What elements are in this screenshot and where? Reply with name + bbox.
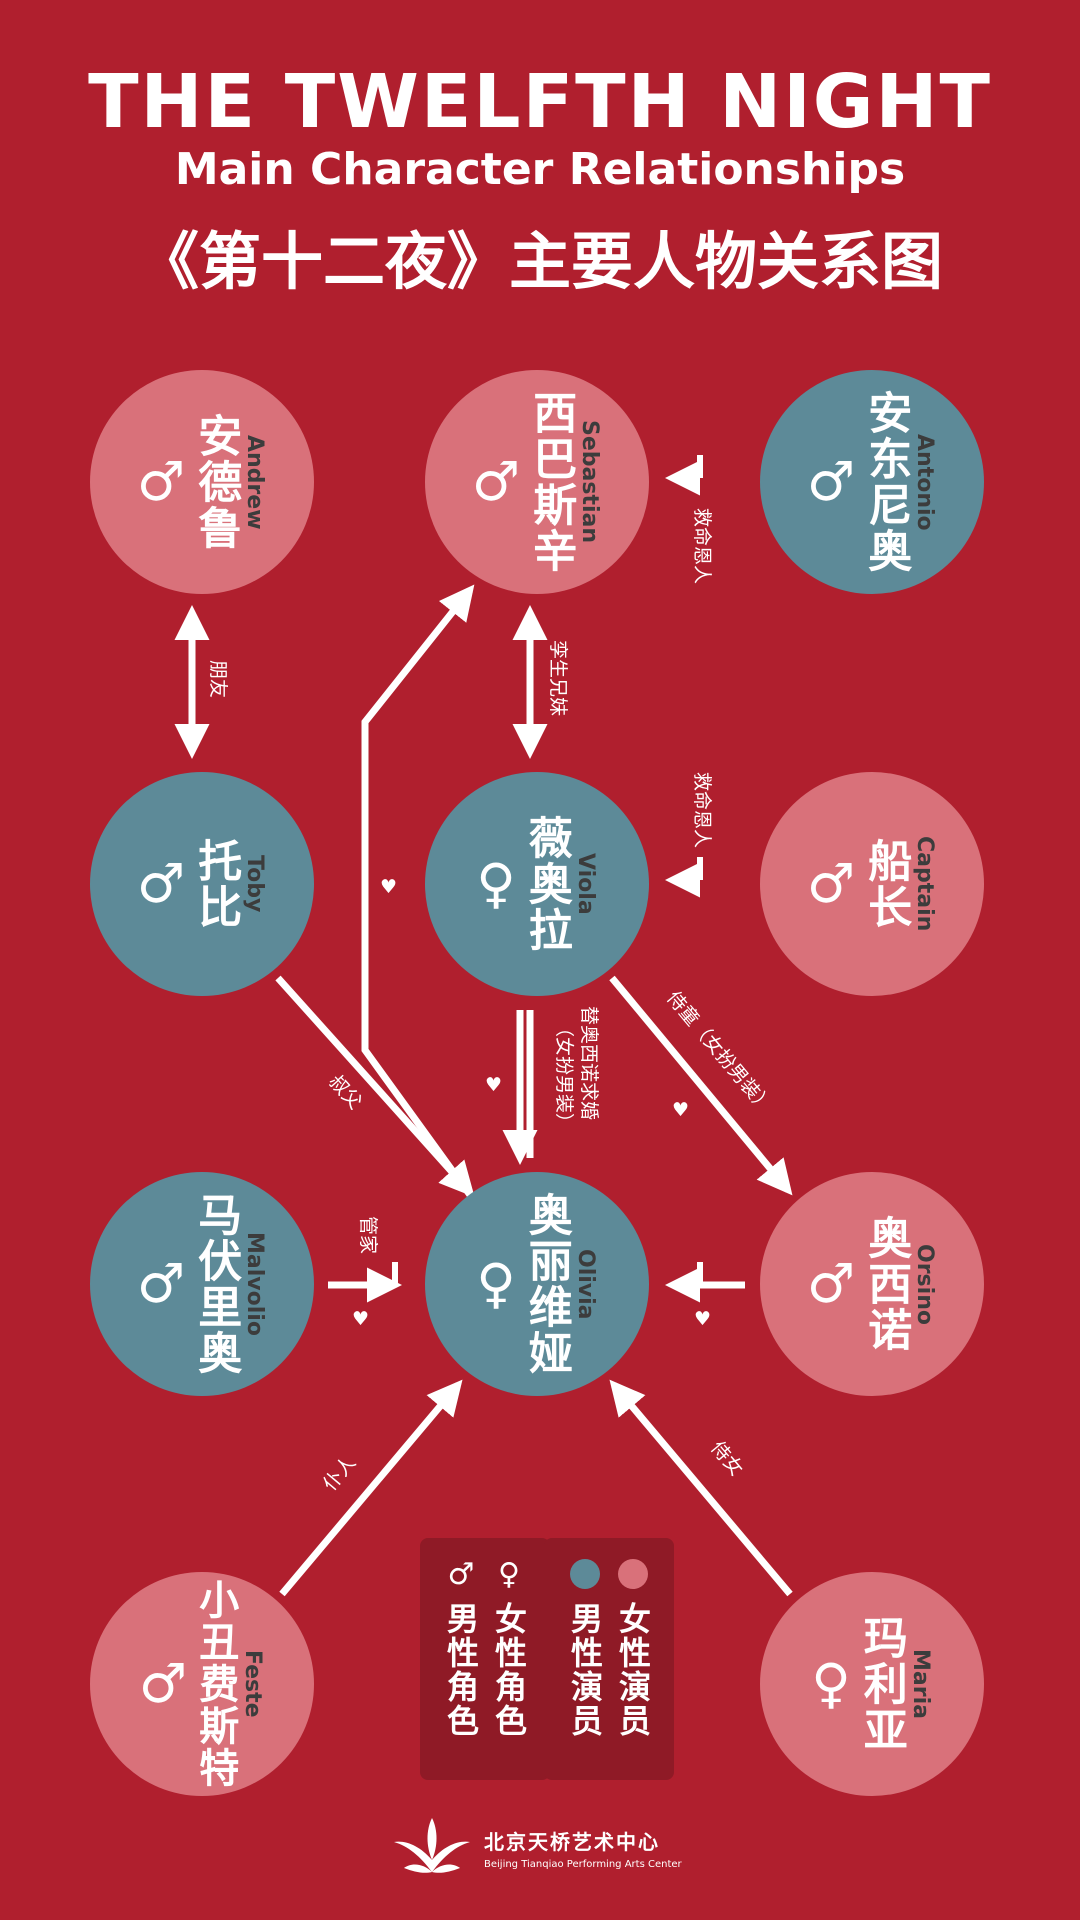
title-block: THE TWELFTH NIGHT Main Character Relatio…: [0, 60, 1080, 302]
male-symbol-icon: ♂: [138, 1652, 188, 1715]
label-uncle: 叔父: [324, 1071, 366, 1114]
character-name-en: Maria: [907, 1649, 933, 1719]
character-name-zh: 西巴斯辛: [525, 390, 577, 574]
character-name-en: Antonio: [912, 433, 938, 531]
logo-icon: [394, 1818, 470, 1873]
heart-icon-olivia-sebastian: ♥: [380, 876, 397, 898]
node-toby: ♂ 托比 Toby: [90, 772, 314, 996]
character-name-zh: 安德鲁: [190, 413, 242, 551]
node-feste: ♂ 小丑费斯特 Feste: [90, 1572, 314, 1796]
male-symbol-icon: ♂: [447, 1556, 475, 1592]
female-symbol-icon: ♀: [476, 852, 516, 915]
legend-actors: 男性演员 女性演员: [544, 1538, 674, 1780]
heart-icon-viola-orsino: ♥: [672, 1099, 689, 1121]
male-symbol-icon: ♂: [806, 852, 856, 915]
footer-name-en: Beijing Tianqiao Performing Arts Center: [484, 1859, 682, 1870]
character-name-en: Feste: [240, 1650, 266, 1718]
character-name-zh: 马伏里奥: [190, 1192, 242, 1376]
node-andrew: ♂ 安德鲁 Andrew: [90, 370, 314, 594]
link-viola-orsino: [609, 975, 793, 1196]
page-subtitle: Main Character Relationships: [174, 144, 906, 195]
legend-roles: ♂ 男性角色 ♀ 女性角色: [420, 1538, 550, 1780]
legend-swatch-male: [570, 1554, 600, 1594]
character-name-zh: 安东尼奥: [860, 390, 912, 574]
character-name-en: Viola: [572, 853, 598, 915]
male-symbol-icon: ♂: [136, 1252, 186, 1315]
character-name-en: Andrew: [242, 434, 268, 530]
node-malvolio: ♂ 马伏里奥 Malvolio: [90, 1172, 314, 1396]
female-symbol-icon: ♀: [811, 1652, 851, 1715]
node-maria: ♀ 玛利亚 Maria: [760, 1572, 984, 1796]
node-olivia: ♀ 奥丽维娅 Olivia: [425, 1172, 649, 1396]
character-name-en: Toby: [242, 855, 268, 913]
page-title: THE TWELFTH NIGHT: [88, 59, 992, 145]
label-benefactor-captain: 救命恩人: [691, 772, 713, 848]
heart-icon-malvolio-olivia: ♥: [352, 1308, 369, 1330]
character-name-en: Sebastian: [577, 420, 603, 544]
legend-male-actor-label: 男性演员: [566, 1602, 604, 1738]
heart-icon-orsino-olivia: ♥: [694, 1308, 711, 1330]
node-captain: ♂ 船长 Captain: [760, 772, 984, 996]
label-proposal-line2: （女扮男装）: [553, 1018, 575, 1132]
male-symbol-icon: ♂: [136, 450, 186, 513]
character-name-en: Captain: [912, 836, 938, 932]
label-twins: 孪生兄妹: [547, 640, 569, 716]
male-symbol-icon: ♂: [136, 852, 186, 915]
character-name-zh: 船长: [860, 838, 912, 930]
character-name-en: Olivia: [572, 1248, 598, 1320]
label-proposal-line1: 替奥西诺求婚: [578, 1006, 600, 1120]
character-name-en: Malvolio: [242, 1232, 268, 1336]
node-orsino: ♂ 奥西诺 Orsino: [760, 1172, 984, 1396]
legend-male-actor: 男性演员: [566, 1554, 604, 1738]
node-viola: ♀ 薇奥拉 Viola: [425, 772, 649, 996]
legend-female-actor: 女性演员: [614, 1554, 652, 1738]
label-benefactor-antonio: 救命恩人: [691, 508, 713, 584]
node-antonio: ♂ 安东尼奥 Antonio: [760, 370, 984, 594]
male-symbol-icon: ♂: [806, 1252, 856, 1315]
female-symbol-icon: ♀: [476, 1252, 516, 1315]
character-name-zh: 薇奥拉: [520, 815, 572, 953]
character-name-zh: 托比: [190, 838, 242, 930]
label-steward: 管家: [357, 1216, 379, 1254]
legend-female-role: ♀ 女性角色: [490, 1554, 528, 1739]
footer-name-zh: 北京天桥艺术中心: [484, 1830, 660, 1854]
heart-icon-viola-olivia: ♥: [485, 1074, 502, 1096]
legend-swatch-female: [618, 1554, 648, 1594]
link-toby-olivia: [275, 975, 475, 1198]
link-maria-olivia: [609, 1379, 793, 1597]
legend-male-role: ♂ 男性角色: [442, 1554, 480, 1739]
legend-male-role-label: 男性角色: [442, 1602, 480, 1738]
female-symbol-icon: ♀: [498, 1556, 520, 1592]
node-sebastian: ♂ 西巴斯辛 Sebastian: [425, 370, 649, 594]
legend-female-actor-label: 女性演员: [614, 1602, 652, 1738]
character-name-zh: 奥丽维娅: [520, 1192, 572, 1376]
page-title-chinese: 《第十二夜》主要人物关系图: [136, 225, 943, 298]
male-symbol-icon: ♂: [806, 450, 856, 513]
character-name-zh: 奥西诺: [860, 1215, 912, 1353]
label-maid: 侍女: [706, 1437, 747, 1480]
character-name-zh: 小丑费斯特: [192, 1579, 239, 1789]
label-servant: 仆人: [319, 1452, 360, 1495]
label-friend: 朋友: [207, 660, 229, 698]
character-name-en: Orsino: [912, 1243, 938, 1325]
character-name-zh: 玛利亚: [855, 1615, 907, 1753]
legend-female-role-label: 女性角色: [490, 1602, 528, 1738]
link-feste-olivia: [279, 1379, 463, 1597]
male-symbol-icon: ♂: [471, 450, 521, 513]
link-olivia-sebastian: [361, 584, 475, 1198]
footer: 北京天桥艺术中心 Beijing Tianqiao Performing Art…: [390, 1808, 720, 1888]
